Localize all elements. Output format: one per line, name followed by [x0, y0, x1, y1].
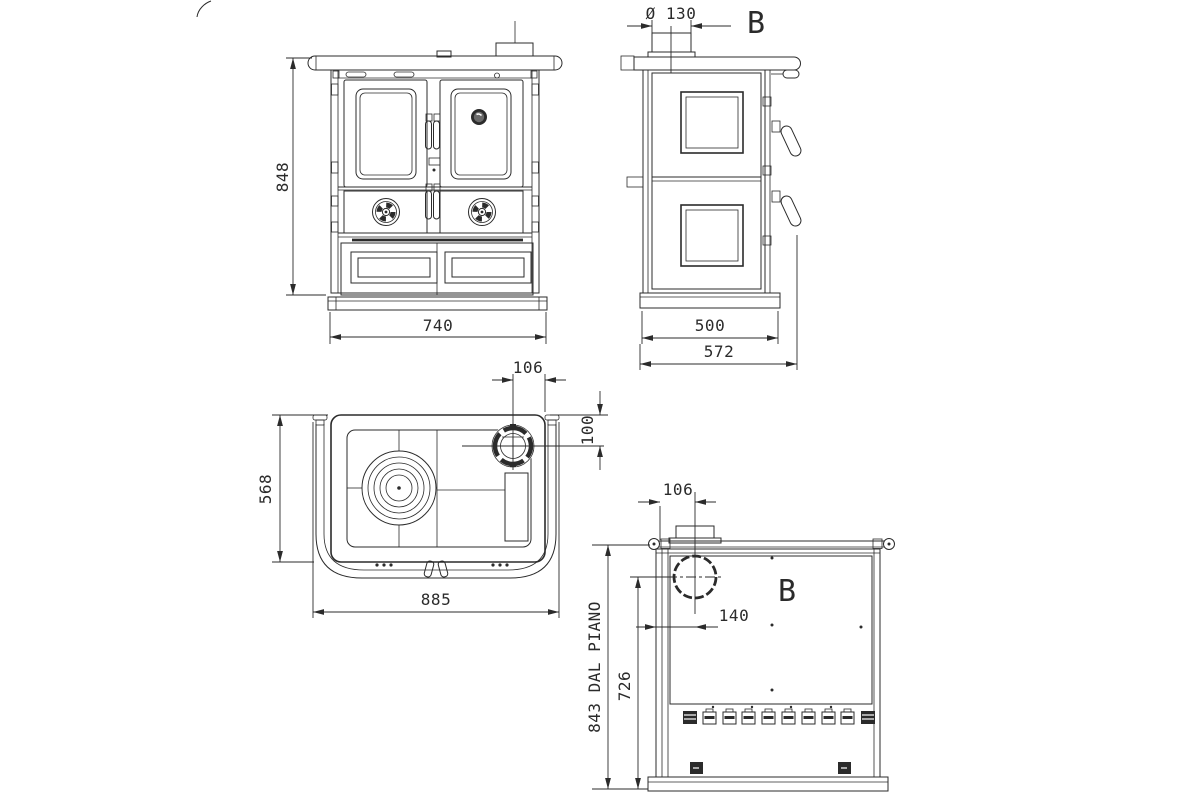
dim-label-top-106: 106 — [513, 358, 543, 377]
front-dim-height: 848 — [273, 57, 326, 296]
side-lower-panel-window — [680, 204, 744, 267]
side-dim-flue: Ø 130 — [627, 4, 731, 73]
rear-dim-flue-height: 726 — [615, 576, 667, 789]
top-side-shelf-plate — [504, 472, 529, 542]
top-dim-flue-offset-right: 106 — [492, 358, 566, 424]
cropped-logo-mark — [196, 0, 212, 18]
top-cooking-plate — [346, 429, 532, 548]
top-view: 106 100 568 885 — [256, 358, 608, 618]
rear-towel-rail — [648, 538, 895, 550]
front-drawers — [340, 242, 534, 296]
front-lower-panels — [343, 190, 524, 234]
front-door-handles — [425, 113, 441, 220]
side-section-label: B — [747, 6, 765, 41]
thermometer-icon — [471, 109, 487, 125]
dim-label-top-100: 100 — [578, 415, 597, 445]
dim-label-top-885: 885 — [421, 590, 451, 609]
rear-dim-flue-offset-left: 140 — [636, 606, 749, 630]
rear-dim-flue-offset-top: 106 — [638, 480, 716, 540]
side-dim-total-depth: 572 — [639, 235, 798, 370]
rear-body — [655, 548, 881, 778]
rear-flue-outlet — [667, 554, 723, 600]
top-dim-flue-offset-back: 100 — [550, 391, 608, 470]
rear-dim-total-height: 843 DAL PIANO — [585, 544, 650, 790]
side-view: Ø 130 B — [620, 4, 802, 370]
dim-label-front-height: 848 — [273, 162, 292, 192]
front-right-door — [439, 79, 524, 188]
side-chimney — [647, 32, 696, 58]
top-dim-total-width: 885 — [312, 422, 560, 618]
dim-label-rear-726: 726 — [615, 671, 634, 701]
rear-section-label: B — [778, 574, 796, 609]
front-left-door — [343, 79, 428, 188]
dim-label-front-width: 740 — [423, 316, 453, 335]
dim-label-top-568: 568 — [256, 474, 275, 504]
side-dim-body-depth: 500 — [641, 311, 779, 344]
side-front-details — [762, 69, 802, 246]
dim-label-flue-diameter: Ø 130 — [646, 4, 697, 23]
rear-fixing-squares — [690, 762, 851, 774]
dim-label-side-500: 500 — [695, 316, 725, 335]
top-dim-depth: 568 — [256, 414, 328, 563]
rear-back-panel — [669, 555, 873, 705]
front-base — [327, 296, 548, 311]
front-top-plate — [307, 50, 563, 71]
front-view: 848 740 — [273, 21, 563, 344]
side-base — [639, 292, 781, 309]
air-rosette-right — [468, 198, 496, 226]
rear-base — [647, 776, 889, 792]
rear-vents — [683, 705, 875, 725]
top-plate-outline — [330, 414, 546, 563]
front-body-frame — [330, 69, 540, 294]
dim-label-rear-140: 140 — [719, 606, 749, 625]
side-top-plate — [620, 55, 801, 71]
front-hinges — [331, 83, 539, 233]
top-flue-opening — [462, 423, 604, 470]
side-upper-panel-window — [680, 91, 744, 154]
front-chimney-collar — [495, 21, 534, 57]
dim-label-rear-106: 106 — [663, 480, 693, 499]
rear-view: 106 B 140 — [585, 480, 895, 792]
dim-label-rear-843: 843 DAL PIANO — [585, 601, 604, 733]
side-body — [626, 70, 771, 293]
front-dim-width: 740 — [329, 312, 547, 344]
top-front-handles — [375, 560, 509, 578]
top-cooking-rings — [361, 450, 437, 526]
air-rosette-left — [372, 198, 400, 226]
dim-label-side-572: 572 — [704, 342, 734, 361]
